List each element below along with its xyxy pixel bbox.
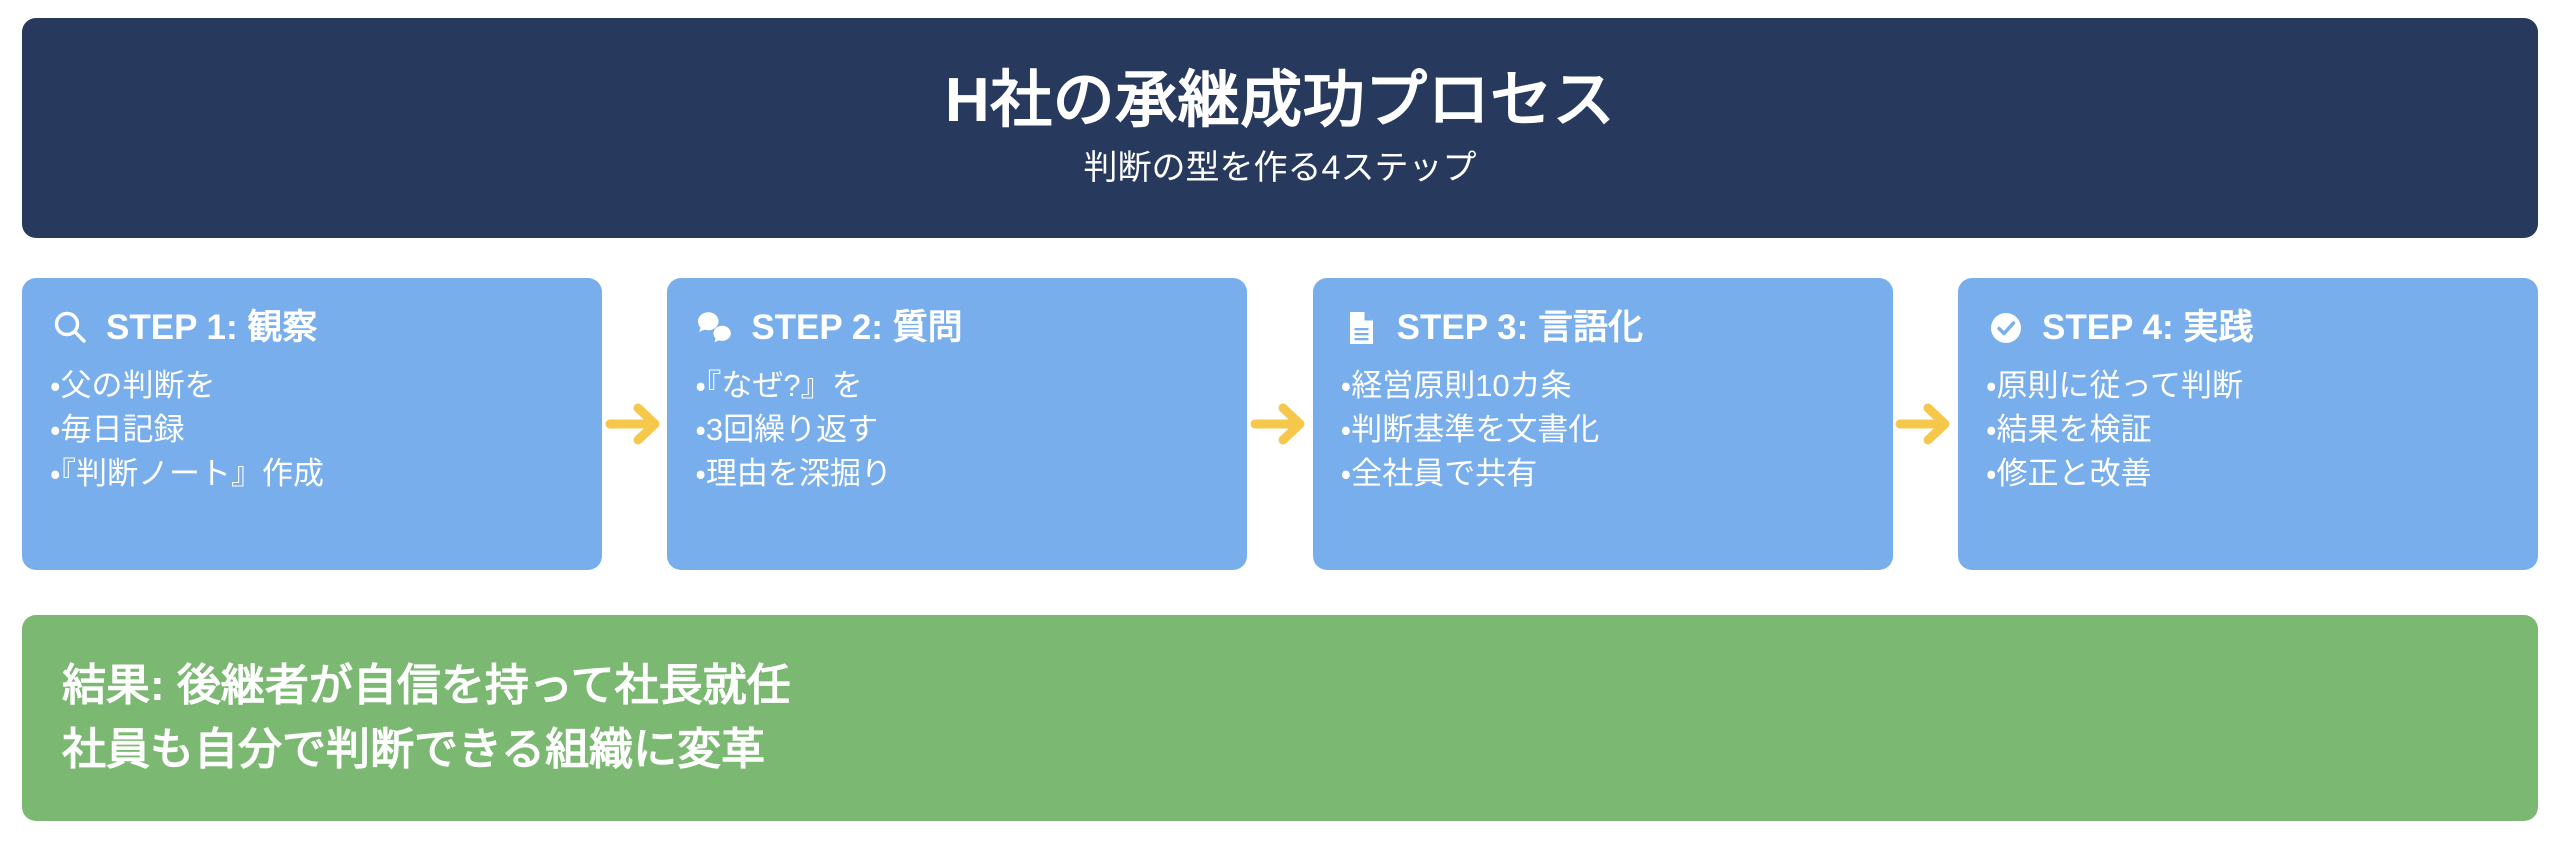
step-3-bullets: ・経営原則10カ条 ・判断基準を文書化 ・全社員で共有: [1341, 364, 1865, 496]
check-circle-icon: [1986, 308, 2026, 348]
step-card-3[interactable]: STEP 3: 言語化 ・経営原則10カ条 ・判断基準を文書化 ・全社員で共有: [1312, 278, 1893, 570]
step-3-bullet-2: ・判断基準を文書化: [1340, 412, 1600, 448]
step-4-header: STEP 4: 実践: [1986, 308, 2510, 348]
step-4-title: STEP 4: 実践: [2041, 307, 2254, 347]
search-icon: [50, 308, 90, 348]
step-1-bullets: ・父の判断を ・毎日記録 ・『判断ノート』作成: [50, 364, 574, 496]
arrow-right-icon: [1894, 401, 1956, 447]
step-3-bullet-3: ・全社員で共有: [1340, 456, 1538, 492]
chat-bubbles-icon: [695, 308, 735, 348]
step-4-bullet-3: ・修正と改善: [1985, 456, 2152, 492]
step-1-title: STEP 1: 観察: [106, 307, 318, 347]
page-title: H社の承継成功プロセス: [944, 65, 1616, 135]
document-icon: [1341, 308, 1381, 348]
result-banner: 結果: 後継者が自信を持って社長就任 社員も自分で判断できる組織に変革: [22, 615, 2538, 821]
result-line-2: 社員も自分で判断できる組織に変革: [62, 725, 766, 774]
step-2-bullet-3: ・理由を深掘り: [695, 456, 892, 492]
arrow-right-icon: [1249, 401, 1311, 447]
step-2-bullets: ・『なぜ?』を ・3回繰り返す ・理由を深掘り: [695, 364, 1219, 496]
header-banner: H社の承継成功プロセス 判断の型を作る4ステップ: [22, 18, 2538, 238]
step-card-2[interactable]: STEP 2: 質問 ・『なぜ?』を ・3回繰り返す ・理由を深掘り: [667, 278, 1248, 570]
connector-arrow-1: [602, 278, 667, 570]
step-4-bullets: ・原則に従って判断 ・結果を検証 ・修正と改善: [1986, 364, 2510, 496]
step-card-1[interactable]: STEP 1: 観察 ・父の判断を ・毎日記録 ・『判断ノート』作成: [22, 278, 602, 570]
step-2-title: STEP 2: 質問: [751, 307, 963, 347]
page-subtitle: 判断の型を作る4ステップ: [1083, 148, 1477, 187]
step-3-title: STEP 3: 言語化: [1396, 307, 1644, 347]
step-4-bullet-1: ・原則に従って判断: [1985, 368, 2243, 403]
step-card-4[interactable]: STEP 4: 実践 ・原則に従って判断 ・結果を検証 ・修正と改善: [1957, 278, 2538, 570]
step-2-bullet-2: ・3回繰り返す: [695, 412, 879, 448]
connector-arrow-2: [1247, 278, 1312, 570]
result-line-1: 結果: 後継者が自信を持って社長就任: [62, 660, 791, 710]
step-2-bullet-1: ・『なぜ?』を: [695, 368, 863, 403]
step-1-header: STEP 1: 観察: [50, 308, 574, 348]
step-2-header: STEP 2: 質問: [695, 308, 1219, 348]
arrow-right-icon: [604, 401, 666, 447]
steps-row: STEP 1: 観察 ・父の判断を ・毎日記録 ・『判断ノート』作成: [22, 278, 2538, 570]
connector-arrow-3: [1893, 278, 1958, 570]
step-1-bullet-2: ・毎日記録: [50, 412, 185, 448]
step-1-bullet-3: ・『判断ノート』作成: [50, 456, 325, 492]
step-3-bullet-1: ・経営原則10カ条: [1340, 368, 1572, 403]
step-1-bullet-1: ・父の判断を: [50, 368, 216, 403]
step-4-bullet-2: ・結果を検証: [1985, 412, 2152, 448]
step-3-header: STEP 3: 言語化: [1341, 308, 1865, 348]
